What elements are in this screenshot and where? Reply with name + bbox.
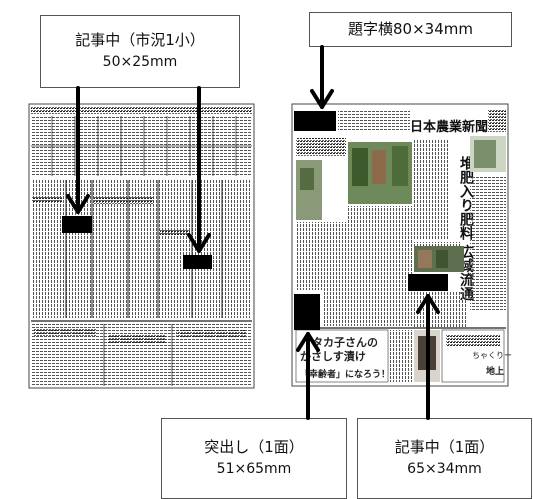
ad-block-front-article [408,274,448,291]
front-newspaper-page: 日本農業新聞 堆肥入り肥料 広域流通 タカ子さんの かさしす漬け 「 [291,103,512,387]
ad-text-5: 地上 [486,365,504,377]
label-title: 記事中（1面） [394,438,495,457]
ad-text-4: ちゃくりー [472,351,512,360]
ad-text-2: かさしす漬け [300,349,366,363]
label-title: 題字横80×34mm [348,19,473,38]
ad-block-front-projection [294,294,320,330]
label-title: 記事中（市況1小） [75,31,205,50]
ad-text-3: 「幸齢者」になろう！ [300,368,390,380]
masthead-text: 日本農業新聞 [410,119,488,135]
label-box-masthead-side: 題字横80×34mm [309,12,512,47]
label-box-market-article: 記事中（市況1小） 50×25mm [40,15,240,88]
ad-block-market-1 [62,216,92,233]
ad-block-masthead-side [294,111,336,131]
label-box-front-article: 記事中（1面） 65×34mm [357,418,532,499]
label-size: 65×34mm [407,461,482,478]
market-newspaper-page [28,103,255,389]
ad-block-market-2 [183,255,212,269]
ad-text-1: タカ子さんの [312,336,378,349]
label-size: 51×65mm [216,461,292,478]
label-size: 50×25mm [102,54,178,71]
arrows [66,45,440,420]
label-title: 突出し（1面） [204,438,304,457]
